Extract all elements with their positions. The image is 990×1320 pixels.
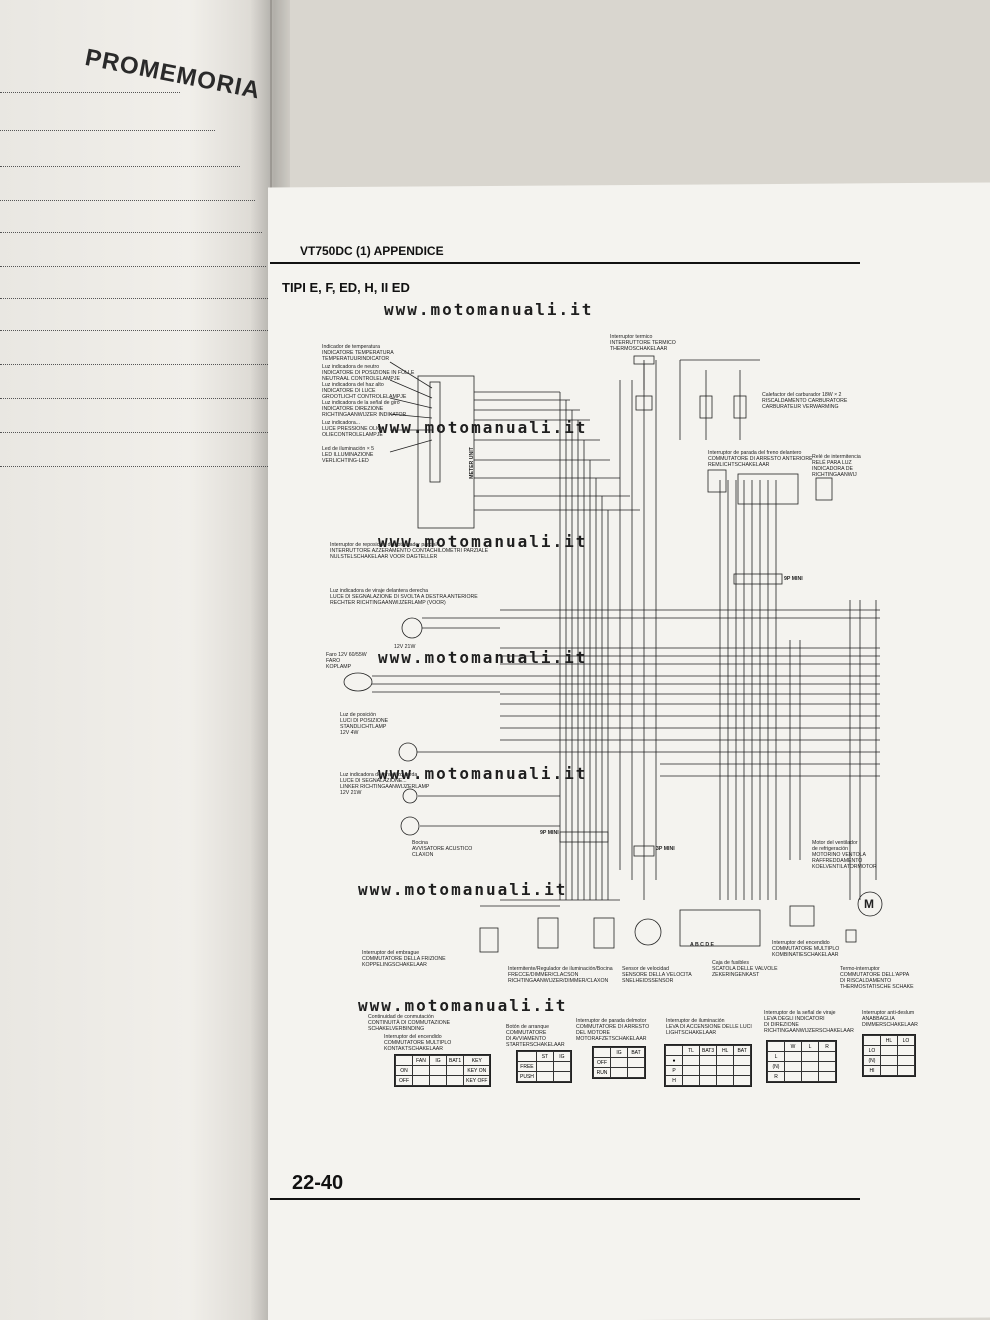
memo-line [0, 130, 215, 131]
watermark: www.motomanuali.it [378, 532, 588, 551]
label-highbeam-indicator: Luz indicadora del haz alto INDICATORE D… [322, 382, 407, 400]
label-brake-switch: Interruptor de parada del freno delanter… [708, 450, 813, 468]
watermark: www.motomanuali.it [378, 764, 588, 783]
meter-unit-box [417, 375, 475, 529]
meter-connector [429, 381, 441, 483]
footer-rule [270, 1198, 860, 1200]
header-rule [270, 262, 860, 264]
memo-line [0, 298, 268, 299]
memo-line [0, 398, 268, 399]
label-carb-heater: Calefactor del carburador 18W × 2 RISCAL… [762, 392, 848, 410]
memo-line [0, 466, 268, 467]
label-speed-sensor: Sensor de velocidad SENSORE DELLA VELOCI… [622, 966, 692, 984]
label-fan-motor: Motor del ventilador de refrigeración MO… [812, 840, 877, 870]
label-turn-indicator: Luz indicadora de la señal de giro INDIC… [322, 400, 407, 418]
watermark: www.motomanuali.it [378, 418, 588, 437]
memo-line [0, 200, 255, 201]
clutch-switch [479, 927, 499, 953]
memo-line [0, 92, 180, 93]
memo-line [0, 364, 268, 365]
label-9p-mini-left: 9P MINI [540, 830, 559, 836]
page-number: 22-40 [292, 1172, 344, 1194]
watermark: www.motomanuali.it [384, 300, 594, 319]
label-temperature-indicator: Indicador de temperatura INDICATORE TEMP… [322, 344, 394, 362]
table-title-dimmer: Interruptor anti-deslum ANABBAGLIA DIMME… [862, 1010, 918, 1028]
label-headlight: Faro 12V 60/55W FARO KOPLAMP [326, 652, 367, 670]
label-relay: Relé de intermitencia RELÉ PARA LUZ INDI… [812, 454, 861, 478]
page-header-title: VT750DC (1) APPENDICE [300, 244, 444, 258]
table-title-ignition: Interruptor del encendido COMMUTATORE MU… [384, 1034, 452, 1052]
label-thermo-switch: Interruptor termico INTERRUTTORE TERMICO… [610, 334, 676, 352]
label-clutch-switch: Interruptor del embrague COMMUTATORE DEL… [362, 950, 446, 968]
label-thermostat: Termo-interruptor COMMUTATORE DELL'APPA … [840, 966, 914, 990]
fan-motor-symbol: M [864, 897, 874, 911]
label-3p-mini: 3P MINI [656, 846, 675, 852]
memo-line [0, 166, 240, 167]
watermark: www.motomanuali.it [378, 648, 588, 667]
label-winker-dimmer-horn: Intermitente/Regulador de iluminación/Bo… [508, 966, 613, 984]
memo-line [0, 432, 268, 433]
memo-line [0, 330, 268, 331]
label-position-lamp: Luz de posición LUCI DI POSIZIONE STANDL… [340, 712, 389, 736]
section-title: TIPI E, F, ED, H, II ED [282, 280, 410, 295]
label-neutral-indicator: Luz indicadora de neutro INDICATORE DI P… [322, 364, 415, 382]
watermark: www.motomanuali.it [358, 880, 568, 899]
table-title-lighting: Interruptor de iluminación LEVA DI ACCEN… [666, 1018, 752, 1036]
label-front-turn: Luz indicadora de viraje delantera derec… [330, 588, 478, 606]
left-page: PROMEMORIA [0, 0, 272, 1320]
memo-line [0, 266, 266, 267]
label-left-turn: Luz indicadora de viraje izquierda LUCE … [340, 772, 430, 796]
table-title-turn-signal: Interruptor de la señal de viraje LEVA D… [764, 1010, 854, 1034]
label-meter-unit: METER UNIT [468, 447, 475, 479]
speed-sensor [634, 918, 662, 946]
label-illumination-led: Led de iluminación × 5 LED ILLUMINAZIONE… [322, 446, 375, 464]
fuse-box [679, 909, 761, 947]
switch-continuity-caption: Continuidad de conmutación CONTINUITÀ DI… [368, 1014, 451, 1032]
label-horn: Bocina AVVISATORE ACUSTICO CLAXON [412, 840, 473, 858]
label-ignition: Interruptor del encendido COMMUTATORE MU… [772, 940, 840, 958]
table-title-engine-stop: Interruptor de parada delmotor COMMUTATO… [576, 1018, 650, 1042]
label-9p-mini-right: 9P MINI [784, 576, 803, 582]
label-fuse-box: Caja de fusibles SCATOLA DELLE VALVOLE Z… [712, 960, 778, 978]
label-bulb-21w: 12V 21W [394, 644, 416, 650]
table-title-starter: Botón de arranque COMMUTATORE DI AVVIAME… [506, 1024, 565, 1048]
label-oil-indicator: Luz indicadora... LUCE PRESSIONE OLIO OL… [322, 420, 383, 438]
fan-motor [857, 891, 883, 917]
memo-line [0, 232, 262, 233]
label-fuse-letters: A B C D E [690, 942, 715, 948]
watermark: www.motomanuali.it [358, 996, 568, 1015]
label-trip-reset: Interruptor de reposición del totalizado… [330, 542, 489, 560]
